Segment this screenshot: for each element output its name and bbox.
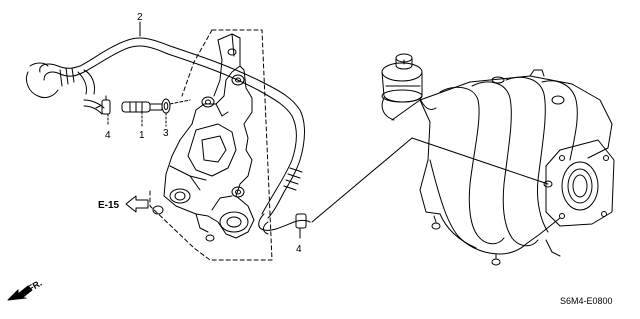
front-direction-label: FR. <box>26 278 44 294</box>
bracket-outline-dashed <box>149 29 273 261</box>
callout-4-right: 4 <box>296 244 302 255</box>
diagram-code: S6M4-E0800 <box>560 296 613 306</box>
reference-label: E-15 <box>98 200 120 211</box>
callout-2: 2 <box>137 12 143 23</box>
front-direction-arrow-icon <box>7 285 33 301</box>
intake-manifold <box>381 53 615 266</box>
small-hose-stub <box>83 99 105 115</box>
pcv-valve <box>121 101 163 129</box>
oil-filter-bracket <box>152 33 255 242</box>
grommet <box>161 98 191 127</box>
connection-leader <box>311 137 549 223</box>
pcv-hose <box>25 37 311 235</box>
callout-3: 3 <box>163 128 169 139</box>
hose-clamp-left <box>95 95 111 125</box>
callout-4-left: 4 <box>105 130 111 141</box>
callout-1: 1 <box>139 130 145 141</box>
reference-arrow-icon <box>125 195 149 213</box>
hose-clamp-right <box>295 213 307 241</box>
